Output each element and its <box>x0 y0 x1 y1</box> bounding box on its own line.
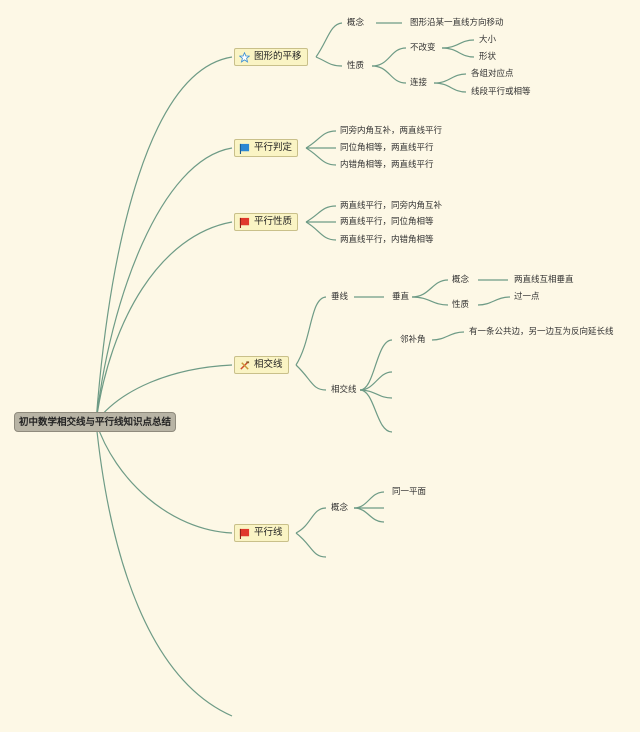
topic-label: 平行性质 <box>254 216 293 227</box>
properties-item[interactable]: 两直线平行，内错角相等 <box>340 235 434 245</box>
node-same-plane[interactable]: 同一平面 <box>392 487 427 497</box>
node-parallel-concept[interactable]: 概念 <box>331 503 349 513</box>
criteria-item[interactable]: 同位角相等，两直线平行 <box>340 143 434 153</box>
topic-intersecting[interactable]: 相交线 <box>234 356 289 374</box>
node-segments[interactable]: 线段平行或相等 <box>471 87 531 97</box>
blue-flag-icon <box>239 143 250 154</box>
branch-criteria <box>95 147 233 423</box>
topic-label: 平行判定 <box>254 142 293 153</box>
node-corresponding[interactable]: 各组对应点 <box>471 69 514 79</box>
topic-label: 图形的平移 <box>254 51 302 62</box>
node-unchanged[interactable]: 不改变 <box>410 43 436 53</box>
red-flag-icon <box>239 528 250 539</box>
properties-item[interactable]: 两直线平行，同旁内角互补 <box>340 201 443 211</box>
node-intersect[interactable]: 相交线 <box>331 385 357 395</box>
branch-intersecting <box>95 364 233 423</box>
criteria-item[interactable]: 同旁内角互补，两直线平行 <box>340 126 443 136</box>
node-perp-concept[interactable]: 概念 <box>452 275 470 285</box>
topic-label: 平行线 <box>254 527 283 538</box>
node-concept[interactable]: 概念 <box>347 18 365 28</box>
red-flag-icon <box>239 217 250 228</box>
node-perp-nature-text[interactable]: 过一点 <box>514 292 540 302</box>
node-perp[interactable]: 垂直 <box>392 292 410 302</box>
node-perp-concept-text[interactable]: 两直线互相垂直 <box>514 275 574 285</box>
node-adjacent-text[interactable]: 有一条公共边，另一边互为反向延长线 <box>469 327 614 337</box>
star-icon <box>239 51 250 63</box>
node-adjacent[interactable]: 邻补角 <box>400 335 426 345</box>
branch-parallel <box>95 421 233 534</box>
topic-translation[interactable]: 图形的平移 <box>234 48 308 66</box>
tools-icon <box>240 360 250 370</box>
branch-translation <box>95 56 233 423</box>
node-nature[interactable]: 性质 <box>347 61 365 71</box>
topic-properties[interactable]: 平行性质 <box>234 213 299 231</box>
node-perp-line[interactable]: 垂线 <box>331 292 349 302</box>
node-connect[interactable]: 连接 <box>410 78 428 88</box>
topic-criteria[interactable]: 平行判定 <box>234 139 299 157</box>
node-size[interactable]: 大小 <box>479 35 497 45</box>
topic-label: 相交线 <box>254 359 283 370</box>
branch-properties <box>95 221 233 423</box>
criteria-item[interactable]: 内错角相等，两直线平行 <box>340 160 434 170</box>
node-shape[interactable]: 形状 <box>479 52 497 62</box>
branch-empty <box>95 421 233 717</box>
node-perp-nature[interactable]: 性质 <box>452 300 470 310</box>
root-topic[interactable]: 初中数学相交线与平行线知识点总结 <box>14 412 176 432</box>
properties-item[interactable]: 两直线平行，同位角相等 <box>340 217 434 227</box>
topic-parallel[interactable]: 平行线 <box>234 524 289 542</box>
node-concept-text[interactable]: 图形沿某一直线方向移动 <box>410 18 504 28</box>
